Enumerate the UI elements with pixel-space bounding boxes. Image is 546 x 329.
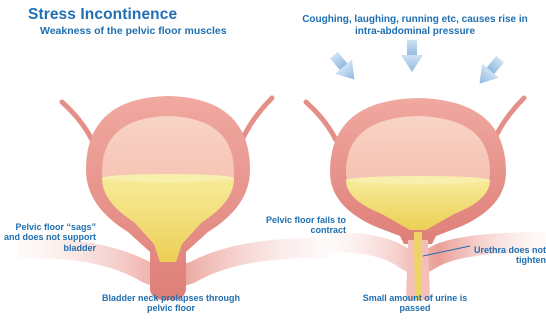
- right-urine-leak: [414, 232, 422, 300]
- pressure-caption: Coughing, laughing, running etc, causes …: [300, 14, 530, 37]
- arrow-center-icon: [401, 40, 423, 72]
- arrow-left-icon: [325, 48, 362, 87]
- label-pelvic-floor-sags: Pelvic floor “sags” and does not support…: [4, 222, 96, 253]
- right-ureter-left: [306, 102, 336, 140]
- label-urethra-not-tighten: Urethra does not tighten: [464, 245, 546, 266]
- page-subtitle: Weakness of the pelvic floor muscles: [40, 25, 227, 37]
- label-bladder-neck-prolapses: Bladder neck prolapses through pelvic fl…: [96, 293, 246, 314]
- left-bladder: [18, 96, 330, 300]
- arrow-right-icon: [471, 52, 508, 91]
- right-urine-surface: [346, 176, 490, 184]
- right-ureter-right: [494, 98, 524, 140]
- label-pelvic-floor-fails: Pelvic floor fails to contract: [254, 215, 346, 236]
- label-small-amount-urine: Small amount of urine is passed: [350, 293, 480, 314]
- left-urine-surface: [102, 174, 234, 182]
- pressure-arrows: [325, 40, 508, 91]
- page-title: Stress Incontinence: [28, 6, 177, 24]
- left-ureter-right: [242, 98, 272, 140]
- right-bladder: [306, 98, 546, 300]
- left-ureter-left: [62, 102, 92, 140]
